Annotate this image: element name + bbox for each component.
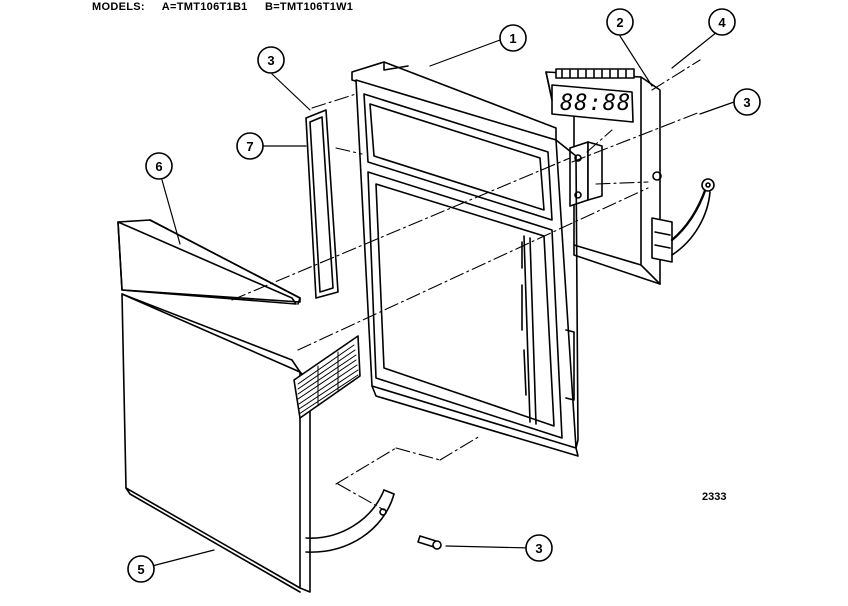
callout-6: 6 — [155, 159, 162, 174]
control-board-part-2 — [545, 68, 715, 285]
door-handle-bracket — [305, 489, 395, 553]
model-a: A=TMT106T1B1 — [161, 1, 248, 13]
callout-7: 7 — [246, 139, 253, 154]
strip-part-7 — [305, 109, 339, 299]
screw-icon — [417, 535, 442, 550]
callout-1: 1 — [509, 31, 516, 46]
callout-4: 4 — [718, 15, 726, 30]
door-frame-part-1 — [351, 61, 579, 457]
callout-2: 2 — [616, 15, 623, 30]
callout-3-right: 3 — [743, 95, 750, 110]
panel-part-6 — [117, 219, 301, 305]
models-label: MODELS: — [92, 1, 145, 13]
display-readout: 88:88 — [560, 91, 631, 116]
callout-leaders — [151, 27, 735, 567]
callout-3-top-left: 3 — [267, 53, 274, 68]
models-header: MODELS: A=TMT106T1B1 B=TMT106T1W1 — [92, 1, 367, 13]
assembly-guide-lines — [231, 59, 701, 511]
door-panel-part-5 — [121, 293, 361, 593]
callout-circles — [127, 8, 761, 583]
callout-3-bottom: 3 — [535, 541, 542, 556]
callout-5: 5 — [137, 562, 144, 577]
figure-number: 2333 — [702, 491, 727, 503]
model-b: B=TMT106T1W1 — [264, 1, 354, 13]
